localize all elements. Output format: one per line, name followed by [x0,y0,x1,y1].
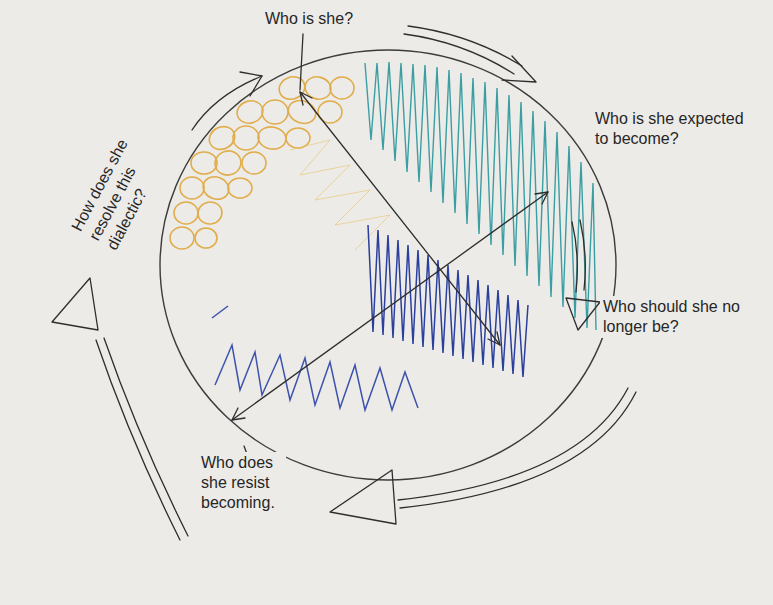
cycle-arrows [52,278,98,330]
yellow-scribble [180,177,204,199]
yellow-scribble [330,77,354,99]
question-label: Who is she? [262,8,382,30]
yellow-scribble [286,128,310,148]
cycle-arrows [408,26,522,66]
crossing-arrows [300,92,500,345]
crossing-arrows [488,332,500,345]
cycle-arrows [52,26,636,540]
crossing-arrows [232,34,548,420]
blue-zigzag [212,306,228,318]
teal-scribble [365,62,596,330]
yellow-scribble [196,200,223,226]
yellow-scribble [191,152,217,174]
blue-zigzag [215,345,418,410]
question-label: How does she resolve this dialectic? [65,123,175,256]
cycle-arrows [404,34,514,74]
yellow-scribble [276,73,308,103]
blue-scribble [368,225,528,377]
question-label: Who should she no longer be? [600,296,745,338]
yellow-scribble [303,74,334,102]
crossing-arrows [300,34,303,90]
cycle-arrows [104,338,188,536]
crossing-arrows [232,192,548,420]
blue-zigzag [212,306,418,410]
crossing-arrows [232,408,245,420]
cycle-arrows [572,222,577,292]
yellow-scribble [212,148,243,178]
crossing-arrows [300,92,312,105]
yellow-scribble [200,173,232,203]
question-label: Who does she resist becoming. [198,452,286,514]
cycle-arrows [566,298,600,330]
question-label: Who is she expected to become? [592,108,764,150]
yellow-scribble [256,125,287,152]
outer-circle [160,50,616,480]
cycle-arrows [240,72,262,96]
cycle-arrows [502,56,536,82]
yellow-scribble [242,152,266,174]
cycle-arrows [192,76,262,130]
yellow-scribble [174,202,198,224]
cycle-arrows [580,220,585,290]
cycle-arrows [330,470,396,524]
crossing-arrows [535,192,548,204]
yellow-scribble [290,140,390,250]
yellow-scribble [170,73,390,250]
yellow-scribble [195,228,217,248]
yellow-scribble [233,126,259,150]
cycle-arrows [400,392,636,508]
yellow-scribble [235,98,266,126]
cycle-arrows [96,340,180,540]
yellow-scribble [170,227,194,249]
yellow-scribble [228,178,252,198]
yellow-scribble [262,100,288,124]
